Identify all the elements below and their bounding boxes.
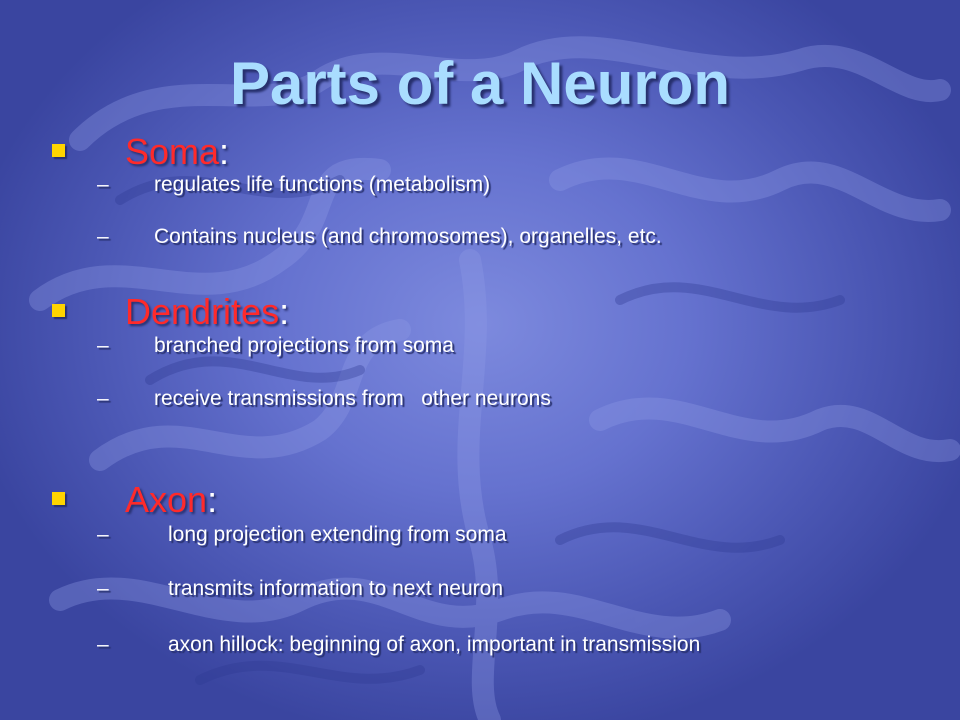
point-text: long projection extending from soma xyxy=(168,523,507,546)
term-soma: Soma xyxy=(125,131,220,172)
square-bullet-icon xyxy=(52,144,65,157)
term-dendrites: Dendrites xyxy=(125,291,280,332)
section-heading-text: Axon: xyxy=(125,478,217,522)
heading-colon: : xyxy=(279,291,290,332)
square-bullet-icon xyxy=(52,304,65,317)
dash-marker: – xyxy=(97,334,109,357)
dash-marker: – xyxy=(97,225,109,248)
dash-marker: – xyxy=(97,173,109,196)
point-text: transmits information to next neuron xyxy=(168,577,503,600)
section-heading-text: Soma: xyxy=(125,130,229,174)
point-text: axon hillock: beginning of axon, importa… xyxy=(168,633,701,656)
term-axon: Axon xyxy=(125,479,208,520)
section-heading-text: Dendrites: xyxy=(125,290,289,334)
dash-marker: – xyxy=(97,633,109,656)
dash-marker: – xyxy=(97,577,109,600)
dash-marker: – xyxy=(97,523,109,546)
square-bullet-icon xyxy=(52,492,65,505)
heading-colon: : xyxy=(219,131,230,172)
heading-colon: : xyxy=(207,479,218,520)
slide-title: Parts of a Neuron xyxy=(229,50,731,117)
point-text: branched projections from soma xyxy=(154,334,454,357)
dash-marker: – xyxy=(97,387,109,410)
point-text: Contains nucleus (and chromosomes), orga… xyxy=(154,225,662,248)
point-text: receive transmissions from other neurons xyxy=(154,387,551,410)
point-text: regulates life functions (metabolism) xyxy=(154,173,491,196)
